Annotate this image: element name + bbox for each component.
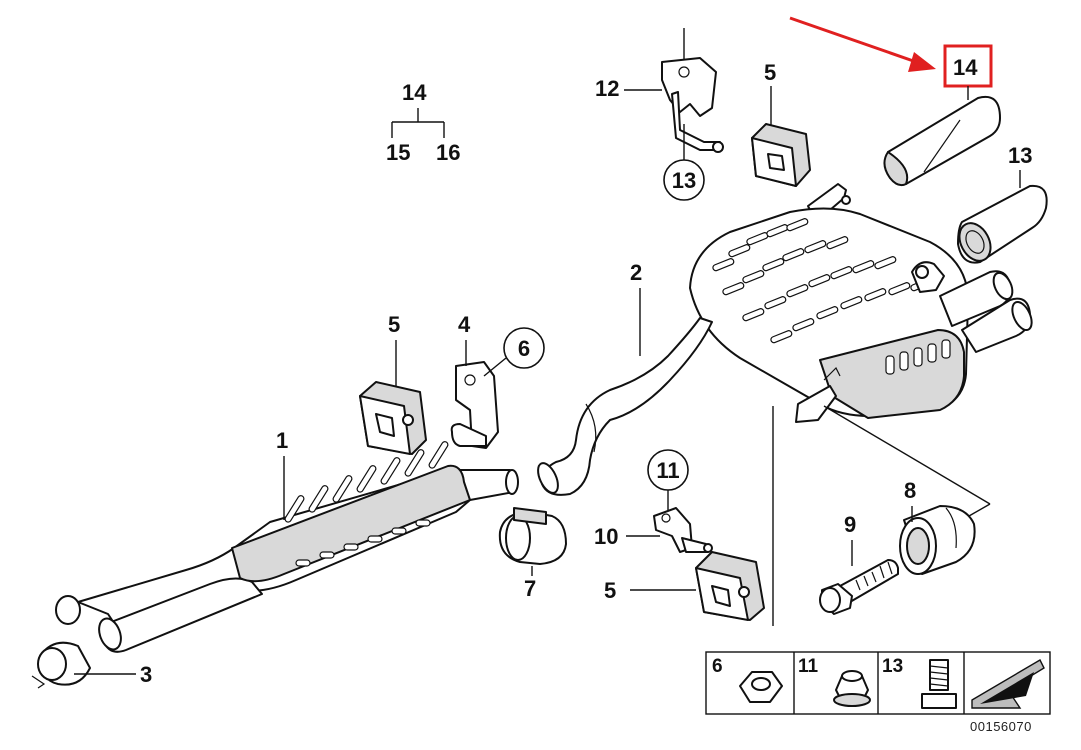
part-3-clamp <box>31 641 91 689</box>
part-14-tailpipe-trim <box>883 86 1001 187</box>
diagram-reference-number: 00156070 <box>970 719 1032 734</box>
fastener-legend: 6 11 13 <box>705 651 1051 715</box>
callout-10: 10 <box>594 524 618 549</box>
callout-14-label: 14 <box>953 55 978 80</box>
svg-text:6: 6 <box>518 336 530 361</box>
callout-group-16: 14 15 16 <box>386 80 460 165</box>
callout-3: 3 <box>140 662 152 687</box>
part-2-rear-muffler <box>537 183 1033 496</box>
callout-1: 1 <box>276 428 288 453</box>
legend-label-11: 11 <box>798 656 819 677</box>
callout-5-top: 5 <box>764 60 776 85</box>
callout-16: 14 <box>402 80 427 105</box>
callout-5-middle: 5 <box>388 312 400 337</box>
callout-8: 8 <box>904 478 916 503</box>
svg-text:13: 13 <box>672 168 696 193</box>
part-5-rubber-mount-middle <box>359 381 427 455</box>
collar-nut-icon <box>833 670 871 707</box>
callout-16-sub-2: 16 <box>436 140 460 165</box>
legend-label-6: 6 <box>712 656 723 677</box>
part-9-bolt <box>819 559 899 615</box>
callout-16-sub-1: 15 <box>386 140 410 165</box>
callout-15: 13 <box>1008 143 1032 168</box>
part-8-bushing <box>899 505 976 575</box>
part-15-sleeve: 13 1 <box>957 143 1048 264</box>
svg-text:11: 11 <box>656 458 679 483</box>
callout-7: 7 <box>524 576 536 601</box>
part-5-rubber-mount-lower <box>695 551 765 621</box>
callout-9: 9 <box>844 512 856 537</box>
hex-nut-icon <box>739 671 783 703</box>
bolt-icon <box>921 659 957 709</box>
part-4-bracket <box>450 361 499 449</box>
callout-4: 4 <box>458 312 471 337</box>
callout-13: 13 <box>663 124 705 201</box>
part-10-bracket <box>653 507 713 553</box>
callout-5-lower: 5 <box>604 578 616 603</box>
legend-label-13: 13 <box>882 656 903 677</box>
callout-2: 2 <box>630 260 642 285</box>
part-5-rubber-mount-top: 5 <box>751 60 811 187</box>
highlight-arrow <box>789 16 936 72</box>
direction-arrow-icon <box>971 659 1045 709</box>
callout-11: 11 <box>647 449 689 510</box>
callout-12: 12 <box>595 76 619 101</box>
part-1-center-pipe <box>55 441 519 653</box>
callout-6: 6 <box>483 327 545 377</box>
part-12-bracket <box>661 28 724 153</box>
part-7-clamp <box>498 507 567 565</box>
